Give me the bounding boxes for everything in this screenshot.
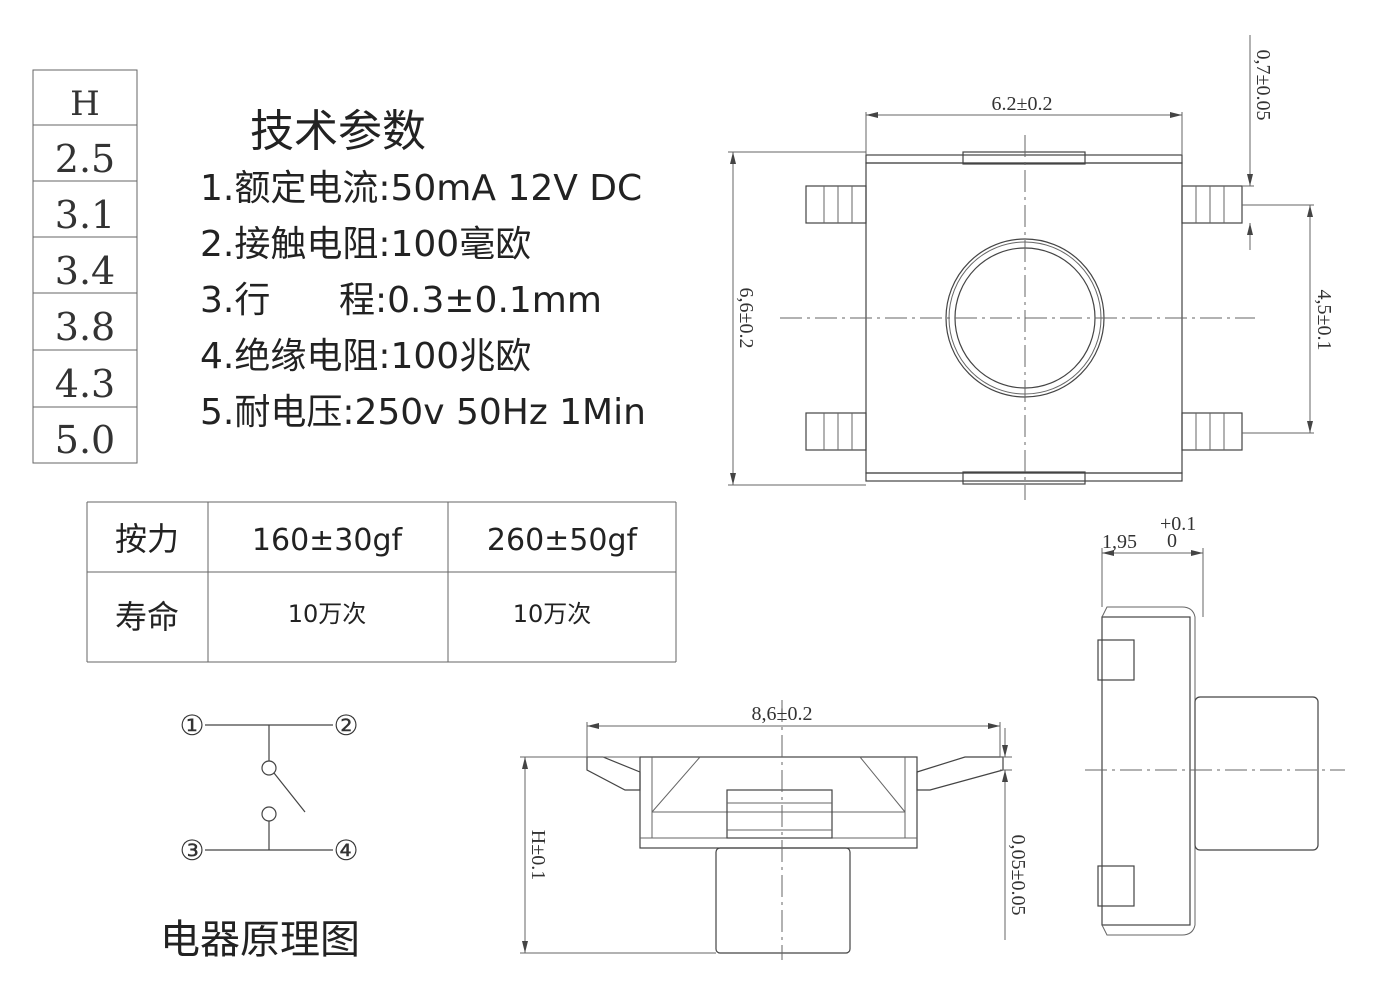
force-label: 按力 bbox=[115, 520, 179, 558]
pin-width-dim: 0,7±0.05 bbox=[1252, 50, 1274, 121]
height-table: H 2.5 3.1 3.4 3.8 4.3 5.0 bbox=[32, 69, 138, 464]
h-dim: H±0.1 bbox=[527, 830, 549, 880]
force-value: 260±50gf bbox=[487, 523, 639, 558]
spec-line: 1.额定电流:50mA 12V DC bbox=[200, 168, 642, 209]
force-value: 160±30gf bbox=[252, 523, 404, 558]
front-view: 8,6±0.2 H±0.1 0,05±0.05 bbox=[520, 700, 1029, 960]
height-header: H bbox=[70, 84, 100, 124]
life-value: 10万次 bbox=[288, 600, 367, 628]
height-value: 3.1 bbox=[55, 193, 115, 237]
depth-tol-upper: +0.1 bbox=[1160, 513, 1196, 535]
life-label: 寿命 bbox=[115, 598, 179, 636]
spec-line: 3.行 程:0.3±0.1mm bbox=[200, 280, 602, 321]
pin-pitch-dim: 4,5±0.1 bbox=[1313, 290, 1335, 351]
pin-4-label: ④ bbox=[333, 834, 358, 867]
spec-line: 2.接触电阻:100毫欧 bbox=[200, 224, 531, 265]
height-value: 3.4 bbox=[55, 249, 115, 293]
spec-line: 4.绝缘电阻:100兆欧 bbox=[200, 336, 531, 377]
height-value: 2.5 bbox=[55, 137, 115, 181]
height-value: 5.0 bbox=[55, 418, 115, 462]
pin bbox=[805, 185, 1243, 451]
pin-2-label: ② bbox=[333, 709, 358, 742]
height-value: 3.8 bbox=[55, 305, 115, 349]
height-dim: 6,6±0.2 bbox=[735, 288, 757, 349]
pin-1-label: ① bbox=[179, 709, 204, 742]
depth-dim: 1,95 bbox=[1102, 531, 1137, 553]
depth-tol-lower: 0 bbox=[1167, 530, 1177, 552]
specs-title: 技术参数 bbox=[250, 106, 426, 157]
force-table: 按力 160±30gf 260±50gf 寿命 10万次 10万次 bbox=[86, 501, 677, 663]
top-view: 6.2±0.2 6,6±0.2 4,5±0.1 0,7±0.05 bbox=[728, 35, 1335, 500]
lead-dim: 0,05±0.05 bbox=[1007, 835, 1029, 916]
pin-3-label: ③ bbox=[179, 834, 204, 867]
spec-line: 5.耐电压:250v 50Hz 1Min bbox=[200, 392, 646, 433]
height-value: 4.3 bbox=[55, 362, 115, 406]
tech-specs: 技术参数 1.额定电流:50mA 12V DC 2.接触电阻:100毫欧 3.行… bbox=[200, 106, 646, 433]
length-dim: 8,6±0.2 bbox=[752, 703, 813, 725]
schematic-caption: 电器原理图 bbox=[160, 917, 360, 963]
side-view: 1,95 +0.1 0 bbox=[1085, 513, 1345, 936]
life-value: 10万次 bbox=[513, 600, 592, 628]
circuit-schematic: ① ② ③ ④ 电器原理图 bbox=[160, 709, 360, 963]
width-dim: 6.2±0.2 bbox=[992, 93, 1053, 115]
